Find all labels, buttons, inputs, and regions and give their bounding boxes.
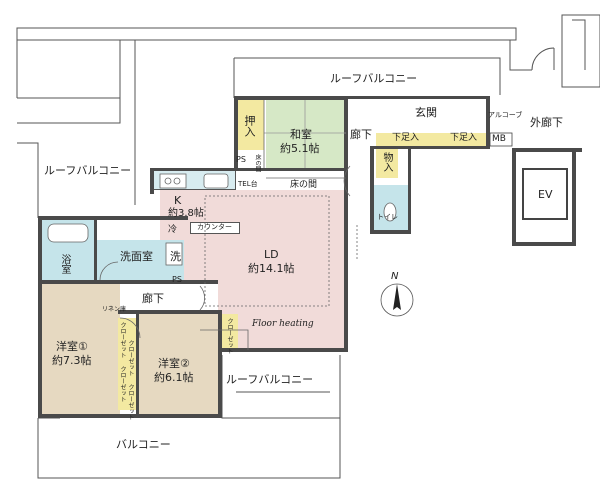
wall	[344, 98, 348, 352]
yoshitsu1-name: 洋室①	[56, 340, 88, 353]
ev-shaft	[522, 168, 568, 220]
shita-soko2-floor	[446, 133, 486, 146]
wall	[408, 148, 411, 234]
counter-label: カウンター	[197, 223, 232, 231]
mb-label: MB	[492, 134, 506, 144]
kitchen-size: 約3.8帖	[168, 208, 204, 219]
wall	[218, 310, 222, 416]
toilet-label: トイレ	[377, 213, 398, 221]
closet-floor-1	[118, 318, 136, 410]
ps2-label: PS	[172, 275, 182, 284]
wall	[234, 96, 348, 100]
washitsu-floor	[266, 100, 346, 168]
oshiire-floor	[236, 100, 264, 150]
washitsu-size: 約5.1帖	[280, 142, 320, 155]
wall	[118, 310, 222, 314]
yoshitsu2-floor	[138, 314, 220, 414]
closet-floor-2	[222, 314, 238, 350]
senmenjo-label: 洗面室	[120, 250, 153, 263]
tel-label: TEL台	[238, 180, 258, 188]
yoshitsu1-floor	[40, 282, 120, 414]
wall	[512, 148, 516, 246]
counter-bar	[190, 222, 240, 234]
wall	[572, 148, 576, 246]
wall	[94, 218, 97, 280]
ld-name: LD	[264, 248, 279, 261]
closet-d-label: クローゼット	[127, 384, 134, 420]
wall	[136, 314, 139, 414]
balcony-label: バルコニー	[116, 438, 171, 451]
yoshitsu2-size: 約6.1帖	[154, 371, 194, 384]
yokushitsu-label: 浴室	[59, 254, 70, 274]
shita-soko1-label: 下足入	[392, 133, 420, 143]
alcove-label: アルコーブ	[488, 111, 523, 119]
closet-a-label: クローゼット	[119, 322, 126, 358]
compass-icon	[380, 283, 414, 317]
sen-label: 洗	[170, 250, 181, 263]
closet-c-label: クローゼット	[119, 366, 126, 402]
gaika-label: 外廊下	[530, 116, 563, 129]
wall	[370, 146, 374, 234]
yoshitsu2-name: 洋室②	[158, 357, 190, 370]
roka-mid-label: 廊下	[142, 292, 164, 305]
wall	[150, 168, 348, 171]
wall	[234, 96, 238, 168]
genkan-label: 玄関	[415, 106, 437, 119]
floor-heating-label: Floor heating	[252, 319, 314, 329]
wall	[38, 216, 188, 220]
wall	[486, 96, 490, 148]
roof-balcony-bottom-label: ルーフバルコニー	[226, 373, 314, 386]
oshiire-label: 押入	[243, 115, 256, 137]
toko-small-label: 床の間	[254, 154, 261, 172]
wall	[150, 168, 154, 194]
wall	[348, 96, 488, 99]
roka-top-label: 廊下	[350, 128, 372, 141]
shita-soko2-label: 下足入	[450, 133, 478, 143]
wall	[512, 242, 576, 246]
wall	[218, 348, 348, 352]
shita-soko1-floor	[376, 133, 446, 146]
north-label: N	[391, 271, 399, 282]
kitchen-name: K	[174, 194, 182, 207]
linen-label: リネン庫	[102, 306, 127, 313]
wall	[38, 280, 218, 284]
wall	[38, 414, 222, 418]
closet-e-label: クローゼット	[226, 318, 233, 354]
tokonoma-label: 床の間	[290, 180, 318, 190]
roof-balcony-top-label: ルーフバルコニー	[330, 72, 418, 85]
monoire-label: 物入	[381, 152, 392, 172]
ps1-label: PS	[236, 155, 246, 164]
ld-size: 約14.1帖	[248, 262, 295, 275]
closet-b-label: クローゼット	[127, 340, 134, 376]
wall	[38, 218, 42, 418]
wall	[370, 230, 410, 234]
corridor-floor	[118, 280, 218, 312]
wall	[512, 148, 582, 152]
monoire-floor	[376, 148, 398, 178]
wall	[370, 146, 490, 149]
rei-label: 冷	[168, 225, 178, 235]
washitsu-name: 和室	[290, 128, 312, 141]
roof-balcony-left-label: ルーフバルコニー	[44, 164, 132, 177]
yoshitsu1-size: 約7.3帖	[52, 354, 92, 367]
ev-label: EV	[538, 188, 553, 201]
